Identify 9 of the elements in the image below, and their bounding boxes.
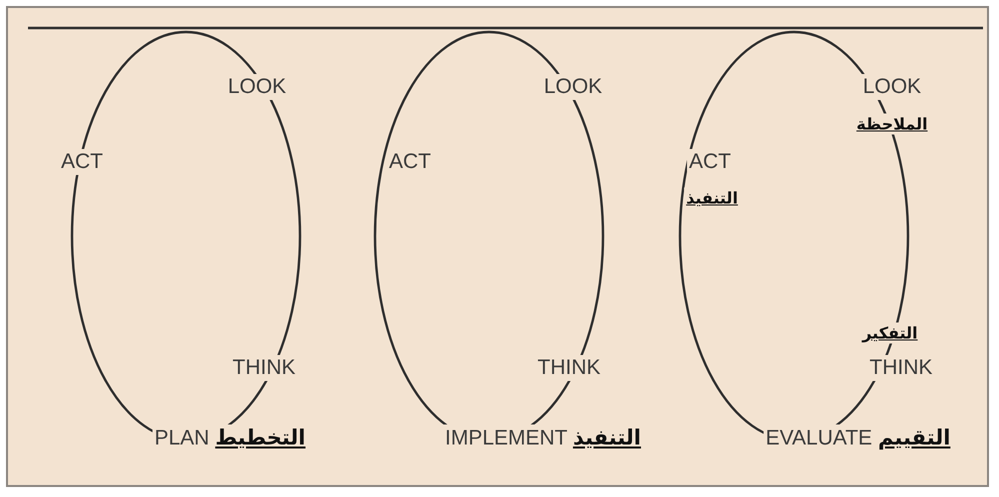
look-label: LOOK [860, 74, 924, 100]
arabic-label: الملاحظة [854, 114, 930, 134]
think-label: THINK [868, 355, 934, 381]
think-label: THINK [230, 355, 298, 381]
think-label: THINK [536, 355, 602, 381]
arabic-label: التنفيذ [684, 188, 740, 208]
act-label: ACT [687, 149, 733, 175]
act-label: ACT [59, 149, 105, 175]
arabic-label: التفكير [860, 322, 920, 344]
